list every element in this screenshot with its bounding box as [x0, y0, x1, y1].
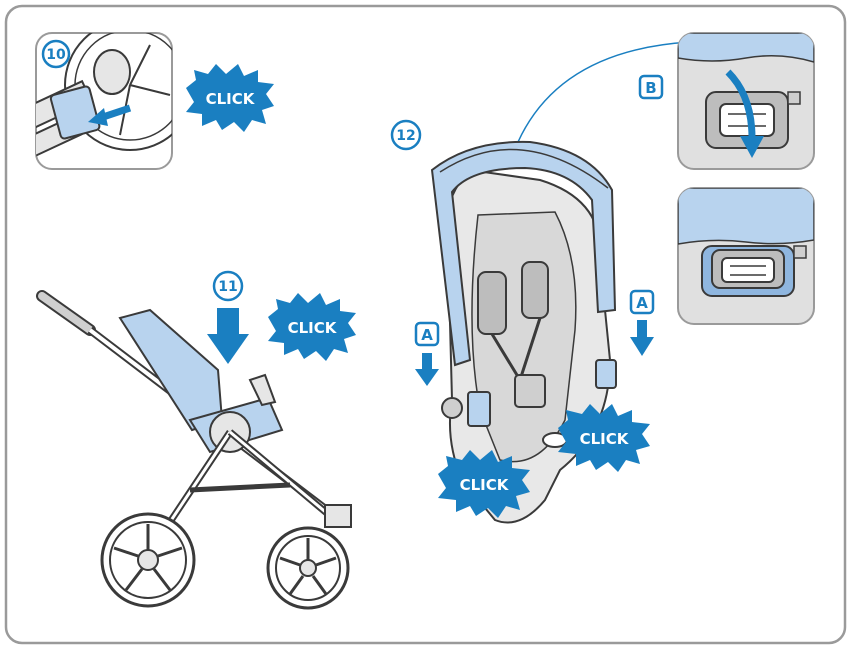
- inset-c-detail: [677, 187, 815, 325]
- inset-b-detail: [677, 32, 815, 170]
- step-10-inset: 10: [35, 32, 173, 170]
- click-burst-2: CLICK: [268, 293, 356, 361]
- click-label-1: CLICK: [206, 90, 256, 108]
- label-a-right: A: [636, 294, 648, 312]
- step-12-number: 12: [396, 128, 415, 144]
- click-label-2: CLICK: [288, 319, 338, 337]
- click-label-3: CLICK: [580, 430, 630, 448]
- label-a-left: A: [421, 326, 433, 344]
- step-10-number: 10: [46, 47, 66, 63]
- step-11-stroller: 11: [36, 270, 352, 610]
- click-burst-1: CLICK: [186, 64, 274, 132]
- click-label-4: CLICK: [460, 476, 510, 494]
- step-11-number: 11: [218, 279, 237, 295]
- step-11-arrow: [217, 308, 239, 338]
- label-b: B: [645, 79, 656, 97]
- click-burst-3: CLICK: [558, 404, 650, 472]
- click-burst-4: CLICK: [438, 450, 530, 518]
